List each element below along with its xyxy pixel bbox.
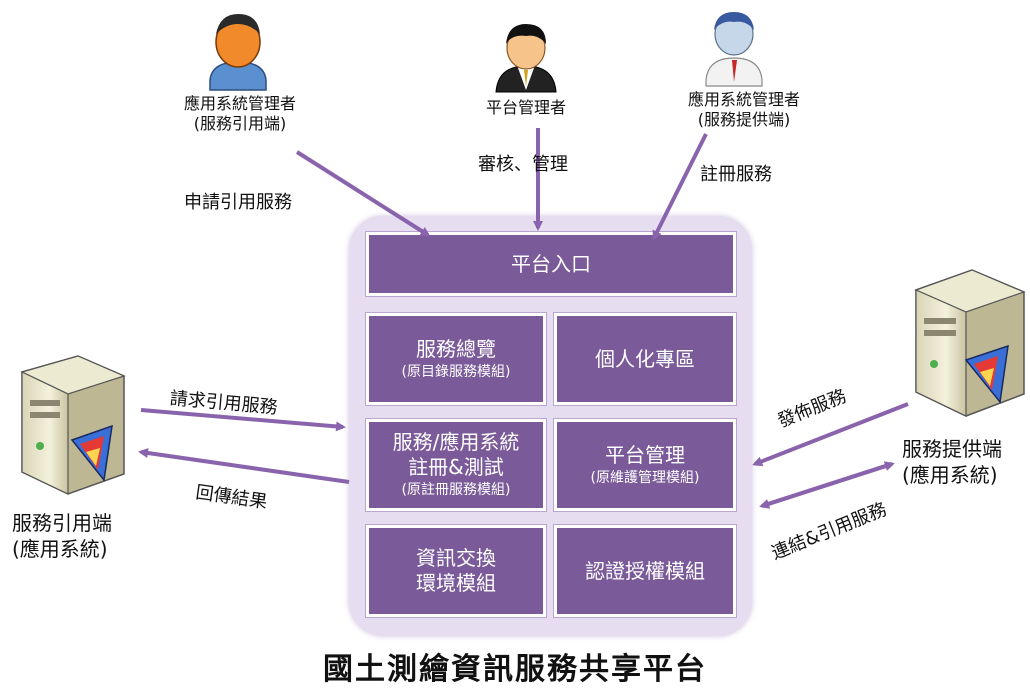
module-platform-management[interactable]: 平台管理 (原維護管理模組) bbox=[554, 419, 736, 511]
arrow-apply-service bbox=[295, 150, 431, 237]
arrows bbox=[138, 128, 909, 509]
module-info-exchange[interactable]: 資訊交換 環境模組 bbox=[366, 525, 546, 617]
label-apply-service: 申請引用服務 bbox=[184, 192, 292, 213]
module-auth-label: 認證授權模組 bbox=[585, 558, 705, 583]
module-platform-management-sub: (原維護管理模組) bbox=[590, 469, 700, 486]
module-personal-area-label: 個人化專區 bbox=[595, 346, 695, 371]
module-platform-management-label: 平台管理 bbox=[605, 442, 685, 467]
person-icon-provider-admin bbox=[705, 12, 763, 87]
module-auth[interactable]: 認證授權模組 bbox=[554, 525, 736, 617]
server-consumer-line2: (應用系統) bbox=[12, 537, 108, 561]
module-service-overview-label: 服務總覽 bbox=[416, 336, 496, 361]
actor-platform-admin-label: 平台管理者 bbox=[470, 98, 582, 118]
person-icon-platform-admin bbox=[495, 24, 557, 93]
actor-consumer-admin-label: 應用系統管理者 (服務引用端) bbox=[160, 94, 320, 134]
server-provider-label: 服務提供端 (應用系統) bbox=[902, 436, 1002, 488]
server-provider-line1: 服務提供端 bbox=[902, 437, 1002, 461]
module-service-registration[interactable]: 服務/應用系統 註冊&測試 (原註冊服務模組) bbox=[366, 419, 546, 511]
module-service-overview-sub: (原目錄服務模組) bbox=[401, 363, 511, 380]
module-service-overview[interactable]: 服務總覽 (原目錄服務模組) bbox=[366, 313, 546, 405]
arrow-register-service bbox=[652, 133, 708, 241]
actor-consumer-admin-line2: (服務引用端) bbox=[193, 114, 287, 133]
module-info-exchange-label: 資訊交換 bbox=[416, 546, 496, 570]
arrow-request-service bbox=[140, 408, 346, 432]
module-personal-area[interactable]: 個人化專區 bbox=[554, 313, 736, 405]
module-info-exchange-label2: 環境模組 bbox=[416, 571, 496, 595]
server-consumer-line1: 服務引用端 bbox=[12, 511, 112, 535]
label-register-service: 註冊服務 bbox=[700, 164, 772, 185]
server-provider-line2: (應用系統) bbox=[902, 463, 998, 487]
platform-portal-label: 平台入口 bbox=[511, 251, 591, 276]
actor-provider-admin-line2: (服務提供端) bbox=[697, 110, 791, 129]
module-service-registration-label: 服務/應用系統 bbox=[392, 430, 520, 455]
label-review-manage: 審核、管理 bbox=[478, 154, 568, 175]
person-icon-consumer-admin bbox=[209, 14, 267, 91]
diagram-title: 國土測繪資訊服務共享平台 bbox=[323, 652, 707, 687]
arrow-publish-service bbox=[752, 402, 909, 467]
platform-portal-box[interactable]: 平台入口 bbox=[366, 232, 736, 296]
arrow-link-service-b bbox=[759, 462, 893, 509]
server-icon-provider bbox=[914, 269, 1026, 417]
actor-consumer-admin-line1: 應用系統管理者 bbox=[183, 94, 296, 113]
server-consumer-label: 服務引用端 (應用系統) bbox=[12, 510, 112, 562]
arrow-return-result bbox=[138, 448, 350, 484]
server-icon-consumer bbox=[20, 355, 126, 495]
module-service-registration-sub: (原註冊服務模組) bbox=[401, 482, 511, 499]
actor-platform-admin-line1: 平台管理者 bbox=[485, 98, 566, 117]
actor-provider-admin-line1: 應用系統管理者 bbox=[687, 90, 800, 109]
actor-provider-admin-label: 應用系統管理者 (服務提供端) bbox=[664, 90, 824, 130]
module-service-registration-label2: 註冊&測試 bbox=[408, 455, 504, 480]
